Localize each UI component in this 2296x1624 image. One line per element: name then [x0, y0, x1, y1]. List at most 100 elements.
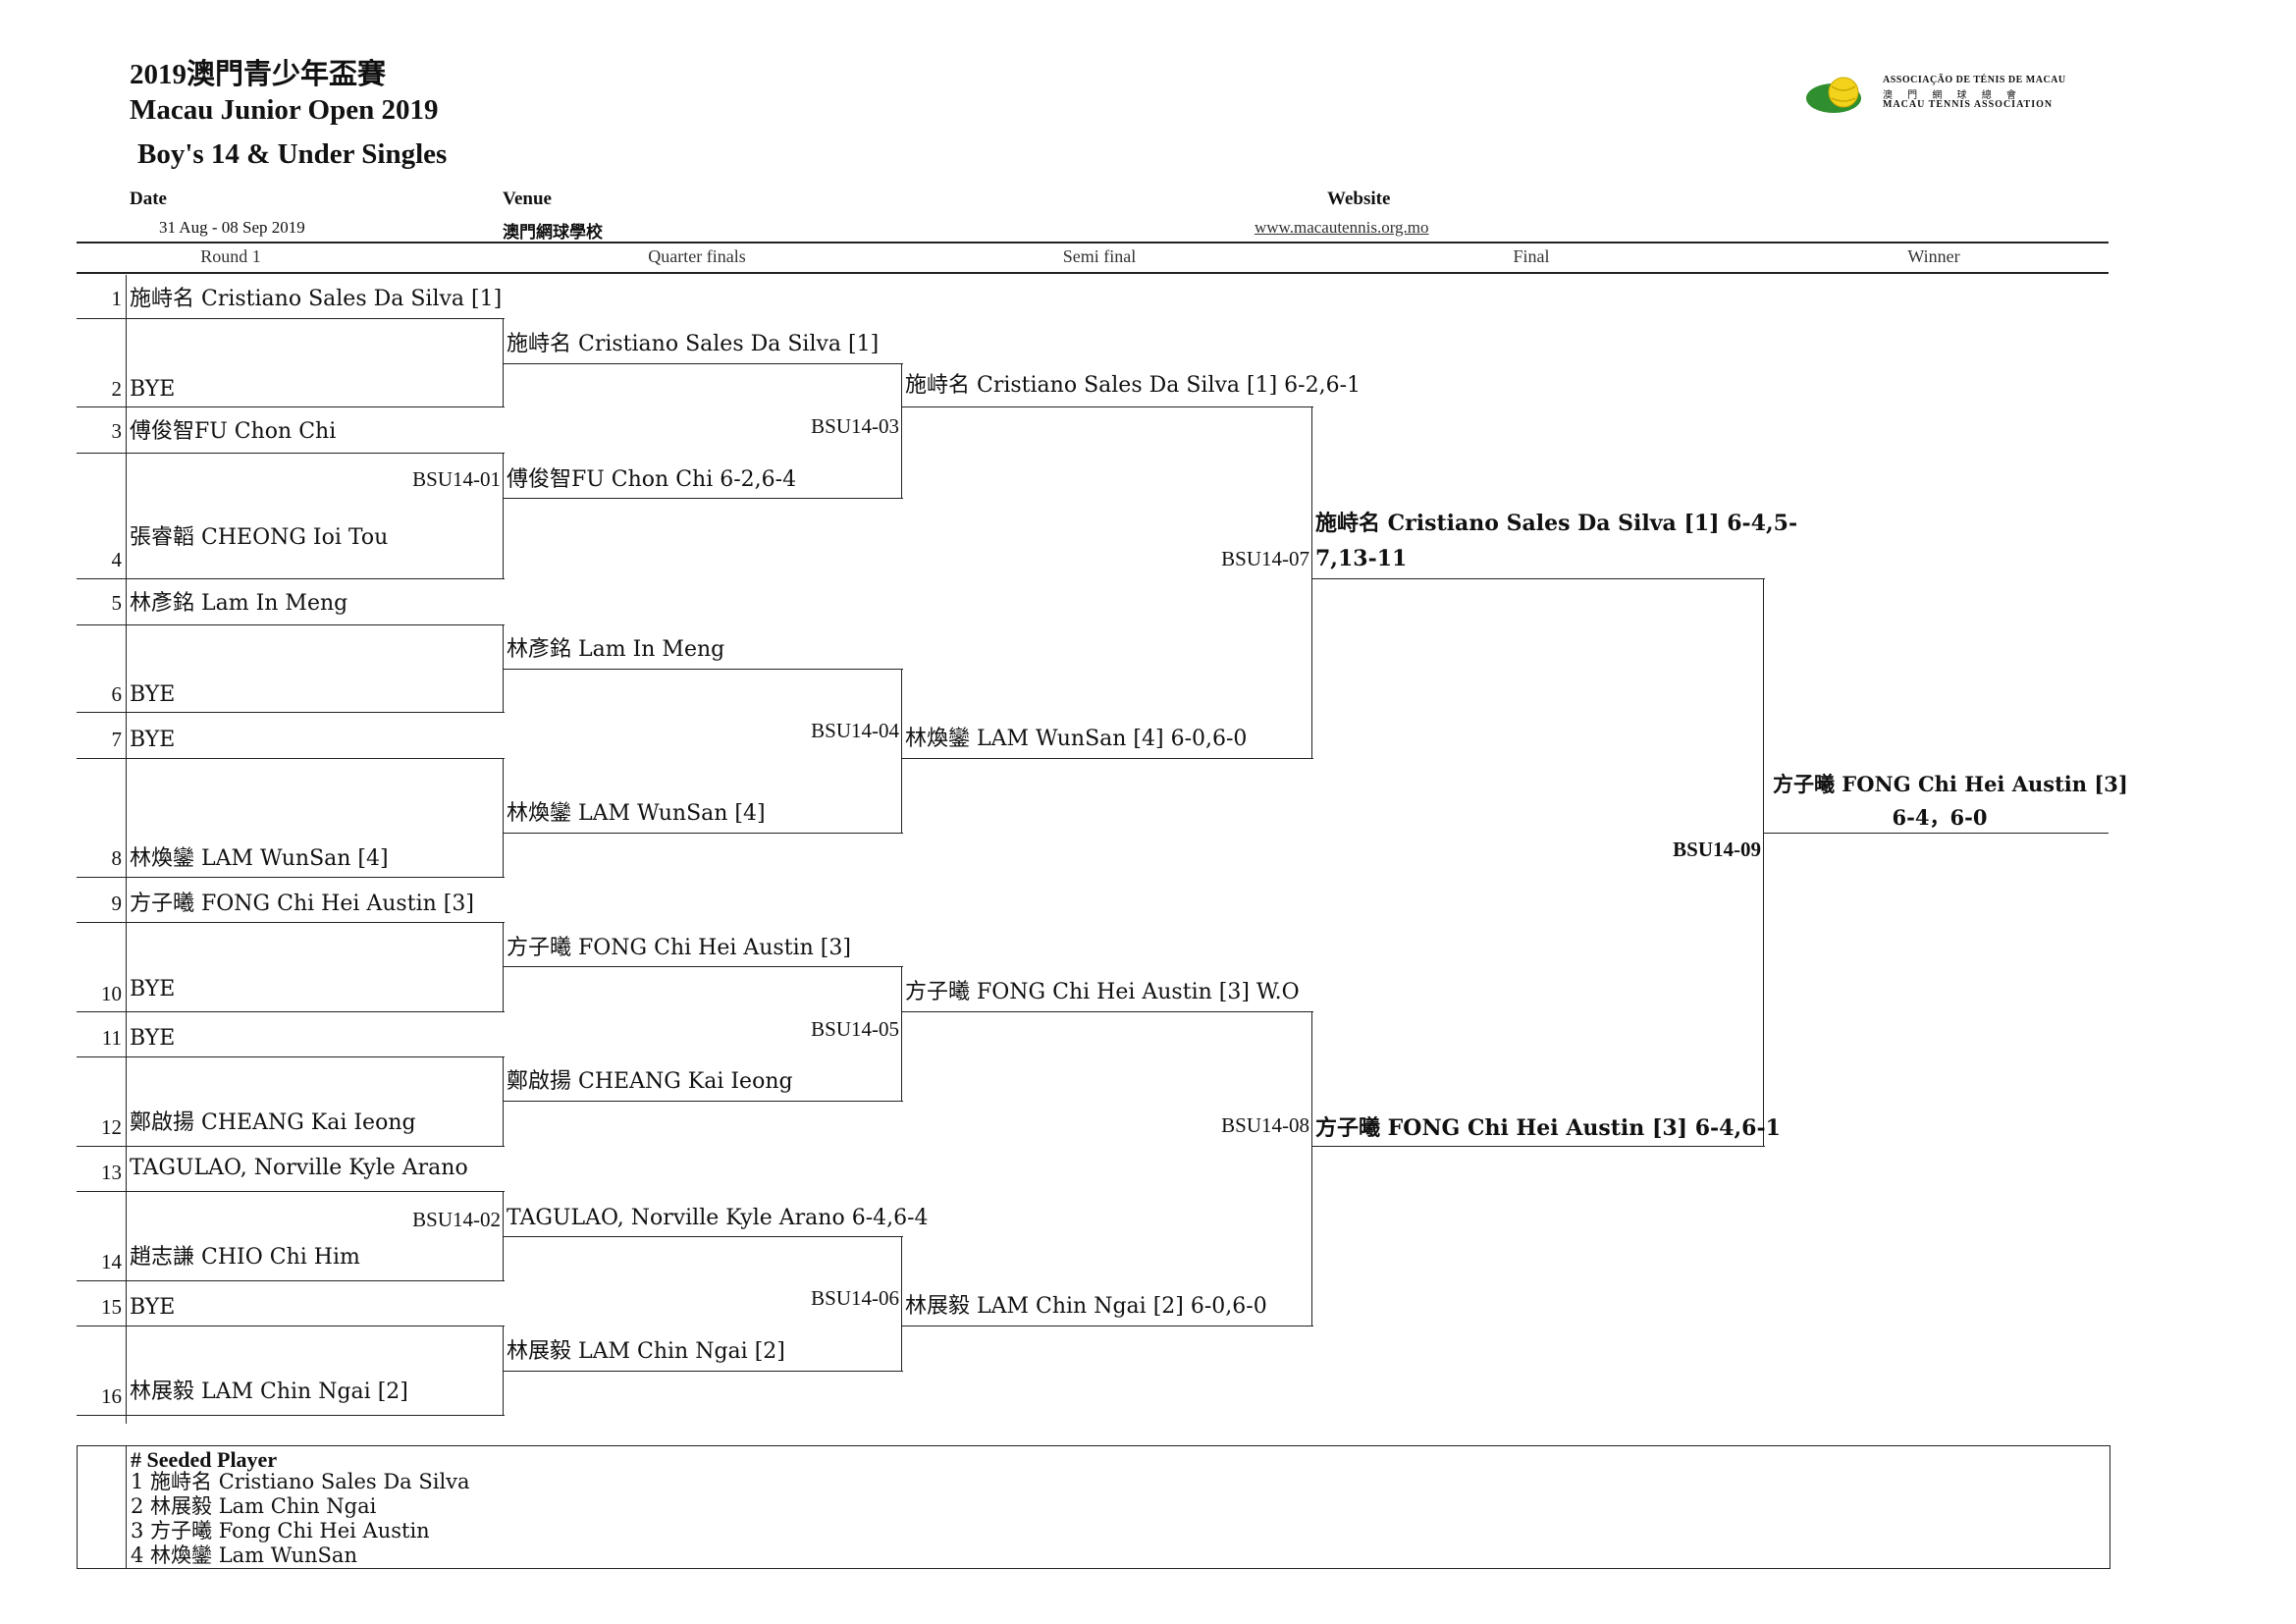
- draw-number: 15: [101, 1295, 122, 1319]
- draw-number: 16: [101, 1384, 122, 1408]
- col-quarter: Quarter finals: [648, 246, 746, 266]
- seed-item: 2 林展毅 Lam Chin Ngai: [131, 1494, 377, 1518]
- player-name: BYE: [130, 1026, 176, 1051]
- qf-player: 林展毅 LAM Chin Ngai [2]: [507, 1339, 785, 1364]
- player-name: TAGULAO, Norville Kyle Arano: [130, 1156, 468, 1180]
- draw-number: 13: [101, 1161, 122, 1184]
- player-name: BYE: [130, 728, 176, 752]
- r1-line-8: [77, 877, 505, 878]
- draw-number: 12: [101, 1115, 122, 1139]
- r1-line-6: [77, 712, 505, 713]
- player-name: BYE: [130, 377, 176, 402]
- r1-line-14: [77, 1280, 505, 1281]
- match-code-bsu14-05: BSU14-05: [811, 1017, 899, 1041]
- qf-line-7: [503, 1236, 903, 1237]
- final-player-top-line-1: 施峙名 Cristiano Sales Da Silva [1] 6-4,5-: [1315, 511, 1798, 536]
- final-player-top-line-2: 7,13-11: [1315, 546, 1408, 571]
- seed-item: 1 施峙名 Cristiano Sales Da Silva: [131, 1470, 470, 1493]
- r1-line-12: [77, 1146, 505, 1147]
- final-line-1: [1311, 578, 1765, 579]
- match-code-bsu14-02: BSU14-02: [412, 1208, 501, 1231]
- qf-connector-3: [901, 966, 902, 1101]
- r1-line-11: [77, 1056, 505, 1057]
- match-code-bsu14-06: BSU14-06: [811, 1286, 899, 1310]
- r1-line-3: [77, 453, 505, 454]
- match-code-bsu14-03: BSU14-03: [811, 414, 899, 438]
- qf-player: 方子曦 FONG Chi Hei Austin [3]: [507, 936, 851, 960]
- match-code-bsu14-01: BSU14-01: [412, 467, 501, 491]
- sf-line-2: [901, 758, 1313, 759]
- qf-line-5: [503, 966, 903, 967]
- final-player-bottom: 方子曦 FONG Chi Hei Austin [3] 6-4,6-1: [1315, 1115, 1781, 1141]
- player-name: 林彥銘 Lam In Meng: [130, 591, 348, 616]
- qf-player: 林彥銘 Lam In Meng: [507, 637, 725, 662]
- draw-number: 11: [101, 1026, 122, 1050]
- r1-line-5: [77, 624, 505, 625]
- r1-line-13: [77, 1191, 505, 1192]
- player-name: 林煥鑾 LAM WunSan [4]: [130, 846, 389, 871]
- col-winner: Winner: [1907, 246, 1960, 266]
- sf-connector-2: [1311, 1011, 1312, 1326]
- r1-connector-1: [503, 318, 504, 406]
- r1-line-10: [77, 1011, 505, 1012]
- date-value: 31 Aug - 08 Sep 2019: [159, 218, 305, 237]
- draw-number: 7: [111, 728, 123, 751]
- draw-number: 8: [111, 846, 123, 870]
- website-link[interactable]: www.macautennis.org.mo: [1255, 218, 1429, 238]
- col-round1: Round 1: [200, 246, 261, 266]
- match-code-bsu14-09: BSU14-09: [1673, 838, 1761, 861]
- logo-line-3: MACAU TENNIS ASSOCIATION: [1883, 99, 2054, 110]
- sf-player: 林展毅 LAM Chin Ngai [2] 6-0,6-0: [905, 1294, 1267, 1319]
- r1-line-4: [77, 578, 505, 579]
- draw-number: 4: [111, 548, 123, 571]
- draw-number: 3: [111, 419, 123, 443]
- qf-connector-2: [901, 669, 902, 833]
- seeded-players-box: # Seeded Player 1 施峙名 Cristiano Sales Da…: [77, 1445, 2110, 1569]
- r1-line-1: [77, 318, 505, 319]
- website-link-text[interactable]: www.macautennis.org.mo: [1255, 218, 1429, 237]
- r1-connector-4: [503, 758, 504, 877]
- qf-connector-1: [901, 363, 902, 498]
- venue-value: 澳門網球學校: [503, 223, 603, 243]
- qf-line-6: [503, 1101, 903, 1102]
- qf-line-8: [503, 1371, 903, 1372]
- r1-connector-8: [503, 1326, 504, 1415]
- sf-line-3: [901, 1011, 1313, 1012]
- player-name: 張睿韜 CHEONG Ioi Tou: [130, 525, 389, 550]
- player-name: 林展毅 LAM Chin Ngai [2]: [130, 1380, 408, 1404]
- r1-line-16: [77, 1415, 505, 1416]
- player-name: BYE: [130, 977, 176, 1001]
- r1-connector-2: [503, 453, 504, 578]
- date-label: Date: [130, 189, 167, 209]
- r1-line-7: [77, 758, 505, 759]
- final-connector: [1763, 578, 1764, 1146]
- qf-player: 林煥鑾 LAM WunSan [4]: [507, 801, 766, 826]
- col-semi: Semi final: [1062, 246, 1137, 266]
- qf-player: 鄭啟揚 CHEANG Kai Ieong: [507, 1069, 793, 1094]
- header-bottom-rule: [77, 272, 2109, 274]
- website-label: Website: [1327, 189, 1391, 209]
- event-name: Boy's 14 & Under Singles: [137, 138, 448, 170]
- draw-number: 10: [101, 982, 122, 1005]
- r1-connector-3: [503, 624, 504, 712]
- header-rule: [77, 242, 2109, 244]
- sf-player: 施峙名 Cristiano Sales Da Silva [1] 6-2,6-1: [905, 373, 1362, 398]
- tennis-ball-logo-icon: [1806, 77, 1861, 113]
- match-code-bsu14-04: BSU14-04: [811, 719, 899, 742]
- sf-line-1: [901, 406, 1313, 407]
- draw-number: 5: [111, 591, 123, 615]
- logo-line-2: 澳 門 網 球 總 會: [1883, 90, 2022, 101]
- logo-line-1: ASSOCIAÇÃO DE TÉNIS DE MACAU: [1883, 75, 2066, 85]
- number-column-separator: [126, 275, 127, 1424]
- qf-line-3: [503, 669, 903, 670]
- qf-line-2: [503, 498, 903, 499]
- match-code-bsu14-07: BSU14-07: [1221, 547, 1309, 570]
- seed-box-separator: [126, 1446, 127, 1568]
- sf-connector-1: [1311, 406, 1312, 758]
- seed-item: 3 方子曦 Fong Chi Hei Austin: [131, 1519, 430, 1543]
- r1-line-2: [77, 406, 505, 407]
- qf-line-4: [503, 833, 903, 834]
- player-name: 趙志謙 CHIO Chi Him: [130, 1245, 360, 1270]
- draw-number: 9: [111, 892, 123, 915]
- qf-player: 施峙名 Cristiano Sales Da Silva [1]: [507, 332, 880, 356]
